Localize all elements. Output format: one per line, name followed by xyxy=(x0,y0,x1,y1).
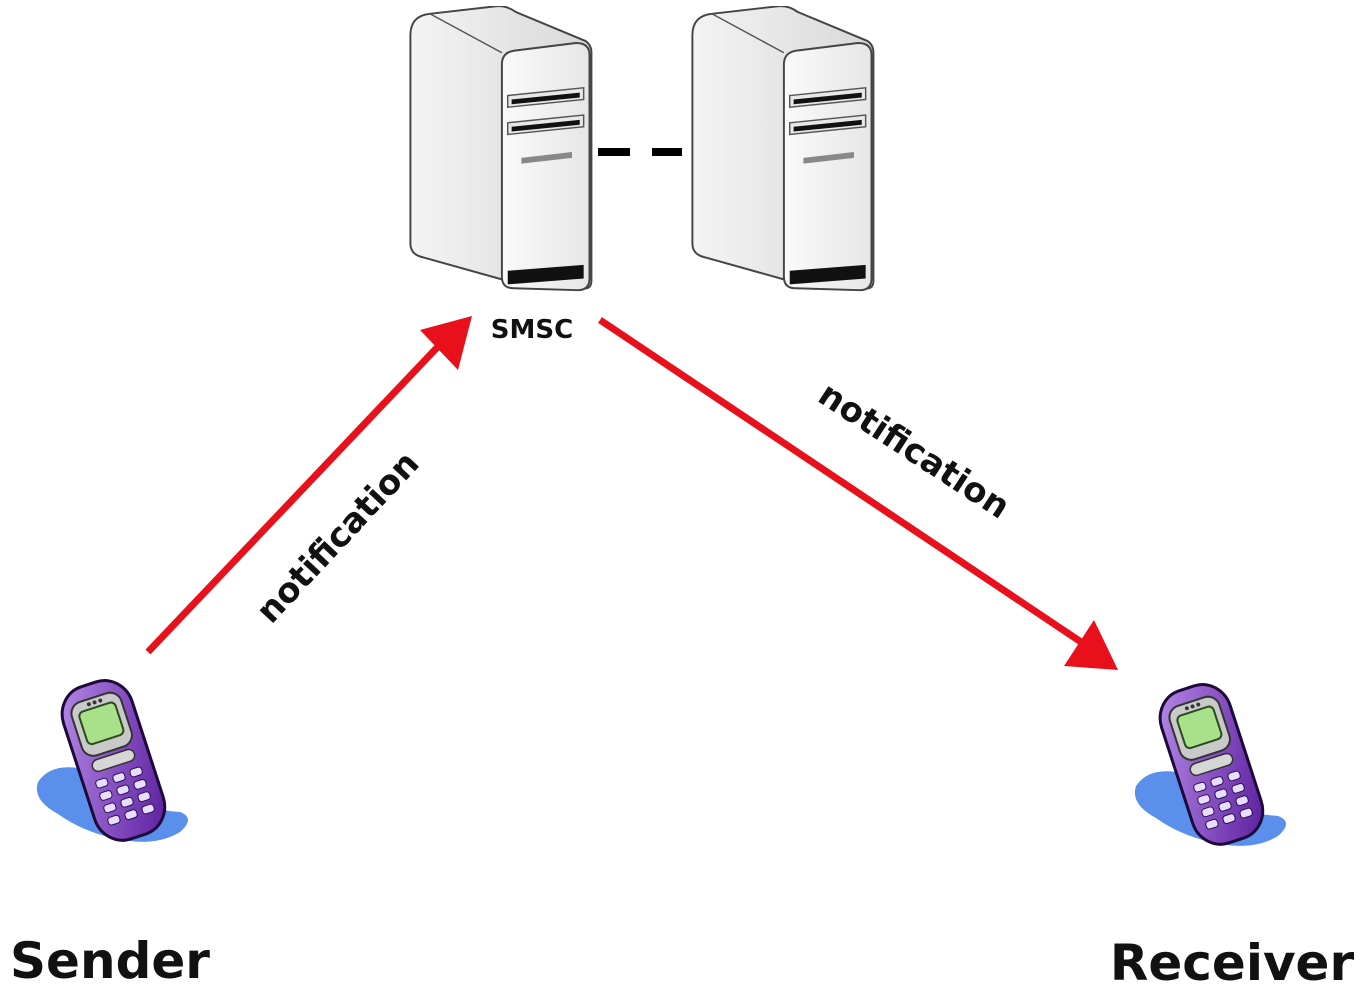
receiver-label: Receiver xyxy=(1110,934,1355,986)
smsc-server-primary xyxy=(409,6,593,292)
arrowhead-sender-to-smsc xyxy=(420,316,472,370)
receiver-phone-icon xyxy=(1133,676,1288,854)
arrow-smsc-to-receiver xyxy=(598,317,1092,651)
smsc-label: SMSC xyxy=(491,315,573,345)
arrow-sender-to-smsc xyxy=(145,333,451,655)
sender-phone-icon xyxy=(35,672,190,850)
smsc-server-secondary xyxy=(691,6,875,292)
edge-label-smsc-receiver: notification xyxy=(811,374,1017,527)
sender-label: Sender xyxy=(10,932,210,986)
arrowhead-smsc-to-receiver xyxy=(1064,620,1118,670)
edge-label-sender-smsc: notification xyxy=(249,444,428,632)
